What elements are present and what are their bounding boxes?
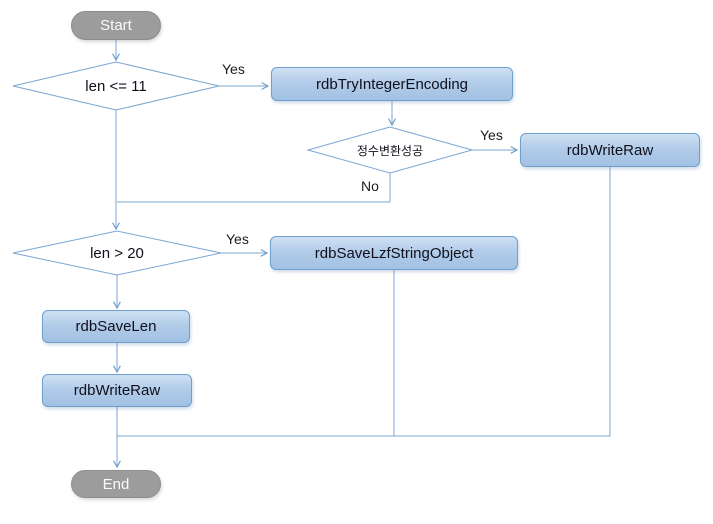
decision-len-gt-20-shape bbox=[12, 230, 222, 276]
edge-label-len-le-11-yes: Yes bbox=[222, 61, 245, 77]
decision-len-le-11: len <= 11 bbox=[85, 77, 147, 95]
edge-label-int-convert-yes: Yes bbox=[480, 127, 503, 143]
process-rdbsavelzfstringobject: rdbSaveLzfStringObject bbox=[270, 236, 518, 270]
process-rdbsavelen: rdbSaveLen bbox=[42, 310, 190, 343]
decision-int-convert-shape bbox=[306, 126, 474, 174]
decision-int-convert-success: 정수변환성공 bbox=[356, 143, 424, 158]
process-rdbwriteraw-right: rdbWriteRaw bbox=[520, 133, 700, 167]
decision-len-gt-20: len > 20 bbox=[90, 244, 144, 262]
process-rdbtryintegerencoding: rdbTryIntegerEncoding bbox=[271, 67, 513, 101]
edge-label-int-convert-no: No bbox=[361, 178, 379, 194]
connector-writeraw-right-merge bbox=[117, 167, 611, 437]
connector-convert-check-no bbox=[117, 173, 391, 203]
process-rdbwriteraw-left: rdbWriteRaw bbox=[42, 374, 192, 407]
decision-len-le-11-shape bbox=[12, 61, 220, 111]
edge-label-len-gt-20-yes: Yes bbox=[226, 231, 249, 247]
start-terminal: Start bbox=[71, 11, 161, 40]
end-terminal: End bbox=[71, 470, 161, 498]
